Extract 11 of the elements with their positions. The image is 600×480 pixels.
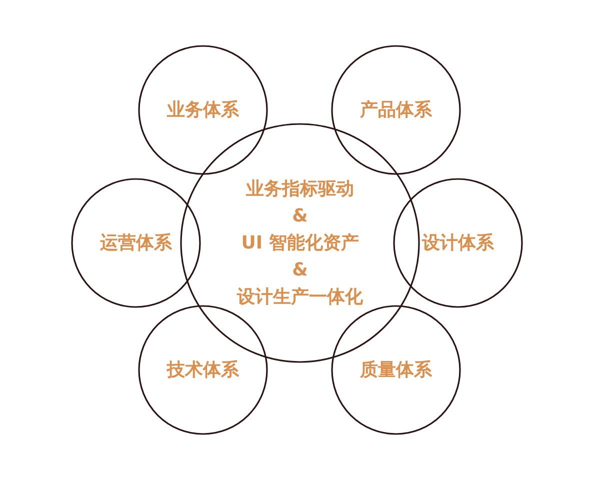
circle-label: 业务指标驱动 xyxy=(246,178,354,202)
circle-label: 运营体系 xyxy=(100,232,172,256)
circle-label: & xyxy=(292,204,308,228)
circle-label: & xyxy=(292,258,308,282)
circle-label: 产品体系 xyxy=(360,98,432,122)
circle-label: 技术体系 xyxy=(167,358,239,382)
circle-label: 设计体系 xyxy=(422,232,494,256)
circle-label: 质量体系 xyxy=(360,358,432,382)
circle-label: UI 智能化资产 xyxy=(241,232,359,256)
circle-label: 设计生产一体化 xyxy=(237,286,363,310)
circle-label: 业务体系 xyxy=(167,98,239,122)
